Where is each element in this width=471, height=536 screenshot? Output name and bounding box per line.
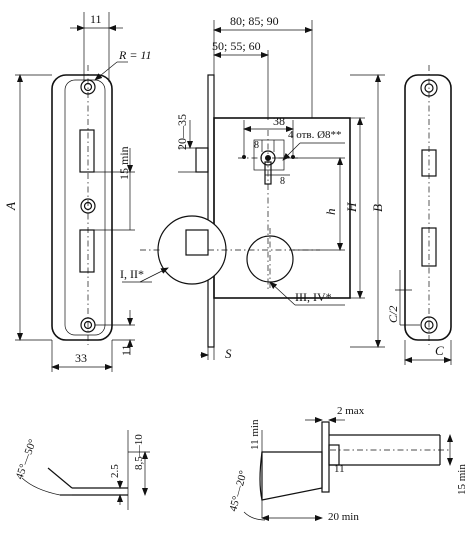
dim-8-a: 8 xyxy=(254,140,259,151)
dim-15min-left: 15 min xyxy=(117,146,131,180)
dim-20-35: 20—35 xyxy=(175,114,189,150)
dim-33: 33 xyxy=(75,351,87,365)
angle-left: 45°—50° xyxy=(14,438,40,481)
right-dimensions: C/2 C xyxy=(386,270,452,365)
dim-11-bolt: 11 xyxy=(334,463,345,475)
dim-11min: 11 min xyxy=(249,419,261,450)
dim-15min-right: 15 min xyxy=(456,464,468,495)
dim-11-top: 11 xyxy=(90,12,102,26)
dim-B: B xyxy=(370,204,385,212)
left-dimensions: 11 R = 11 A 15 min 33 11 xyxy=(3,12,152,372)
bottom-right-detail: 11 min 2 max 45°—20° 11 15 min 20 min xyxy=(227,405,468,523)
dim-8-5-10: 8,5—10 xyxy=(133,434,145,470)
dim-H: H xyxy=(344,202,359,213)
left-faceplate xyxy=(51,65,113,345)
dim-h: h xyxy=(323,209,338,216)
holes-note: 4 отв. Ø8** xyxy=(288,129,342,141)
variant-III-IV: III, IV* xyxy=(295,290,332,304)
dim-20min: 20 min xyxy=(328,511,359,523)
dim-50-55-60: 50; 55; 60 xyxy=(212,39,261,53)
variant-I-II: I, II* xyxy=(120,267,144,281)
lock-body xyxy=(140,74,351,348)
bottom-left-detail: 45°—50° 2.5 8,5—10 xyxy=(14,430,150,510)
dim-80-85-90: 80; 85; 90 xyxy=(230,14,279,28)
dim-S: S xyxy=(225,346,232,361)
dim-8-b: 8 xyxy=(280,176,285,187)
dim-C2: C/2 xyxy=(386,306,400,323)
dim-11-bottom: 11 xyxy=(119,344,133,356)
dim-A: A xyxy=(3,202,18,211)
radius-label: R = 11 xyxy=(118,48,152,62)
dim-38: 38 xyxy=(273,114,285,128)
dim-C: C xyxy=(435,343,444,358)
angle-right: 45°—20° xyxy=(227,469,249,512)
center-dimensions: 80; 85; 90 50; 55; 60 20—35 38 4 отв. Ø8… xyxy=(120,14,385,361)
dim-2-5: 2.5 xyxy=(109,464,121,478)
right-strike-plate xyxy=(404,65,452,345)
dim-2max: 2 max xyxy=(337,405,365,417)
